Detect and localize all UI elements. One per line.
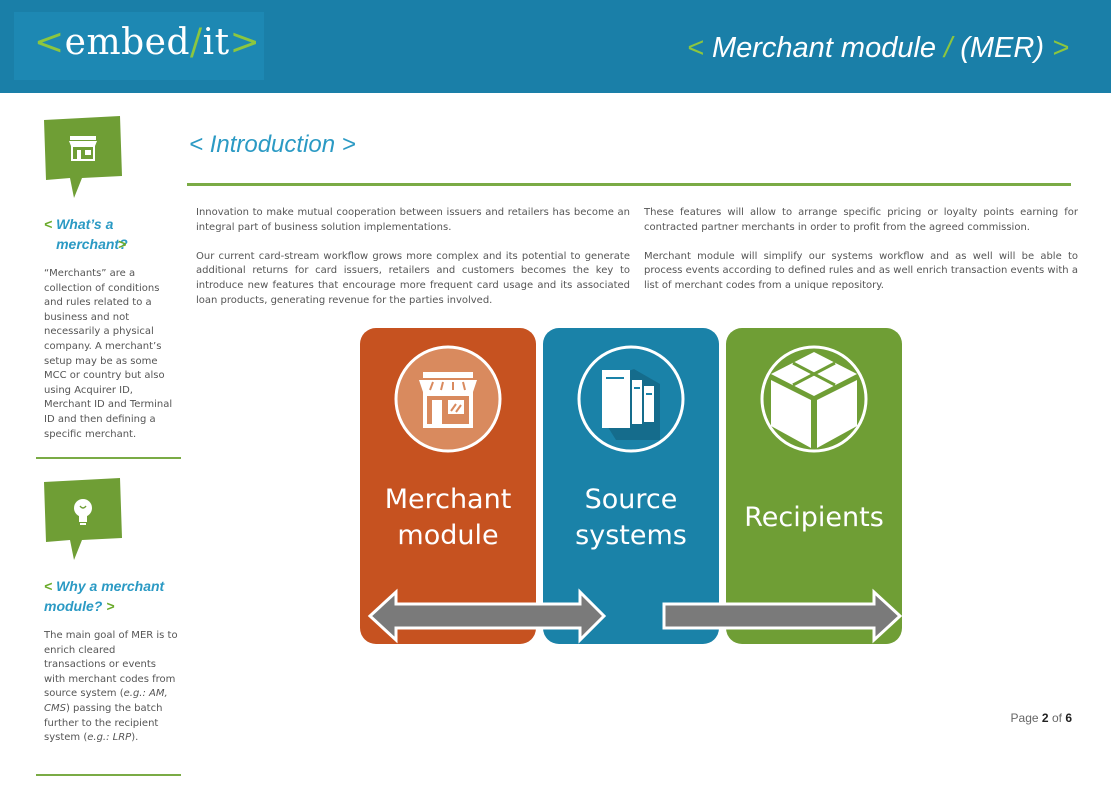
right-arrow-icon xyxy=(662,588,903,644)
paragraph: Innovation to make mutual cooperation be… xyxy=(196,207,630,233)
title-main: Merchant module xyxy=(711,32,937,64)
title-close: > xyxy=(341,131,356,158)
title-slash: / xyxy=(944,32,953,64)
text-part: ) passing the batch further to the recip… xyxy=(44,702,163,744)
paragraph: Merchant module will simplify our system… xyxy=(644,250,1078,292)
whats-merchant-text: “Merchants” are a collection of conditio… xyxy=(44,268,173,440)
sidebar-divider-1 xyxy=(36,457,181,459)
label-line: module xyxy=(397,520,499,551)
page-total: 6 xyxy=(1065,711,1072,725)
why-merchant-text: The main goal of MER is to enrich cleare… xyxy=(44,629,179,746)
title-close: > xyxy=(1052,32,1069,64)
intro-column-1: Innovation to make mutual cooperation be… xyxy=(196,206,630,323)
logo-end: > xyxy=(229,22,261,63)
double-arrow-icon xyxy=(367,588,607,644)
section-title: < Introduction > xyxy=(189,131,356,159)
heading-open: < xyxy=(44,216,53,232)
page-number: Page 2 of 6 xyxy=(1011,711,1072,725)
title-divider xyxy=(187,183,1071,186)
page-current: 2 xyxy=(1041,711,1049,725)
heading-text: Why a merchant module? xyxy=(44,578,165,614)
label-line: Source xyxy=(584,484,678,515)
flow-arrows xyxy=(367,588,903,644)
page-prefix: Page xyxy=(1010,711,1039,725)
heading-open: < xyxy=(44,578,53,594)
label-line: Recipients xyxy=(744,502,884,533)
lightbulb-icon xyxy=(74,499,92,525)
why-merchant-heading: < Why a merchant module? > xyxy=(44,576,184,616)
text-part: ). xyxy=(131,732,139,744)
title-open: < xyxy=(686,32,704,64)
box-label: Source systems xyxy=(543,482,719,554)
sidebar-divider-2 xyxy=(36,774,181,776)
merchant-module-box: Merchant module xyxy=(360,328,536,644)
source-systems-box: Source systems xyxy=(543,328,719,644)
page-header: <embed/it> < Merchant module / (MER) > xyxy=(0,0,1111,93)
intro-column-2: These features will allow to arrange spe… xyxy=(644,206,1078,308)
title-code: (MER) xyxy=(960,32,1044,64)
header-title: < Merchant module / (MER) > xyxy=(687,32,1069,65)
label-line: Merchant xyxy=(384,484,512,515)
title-text: Introduction xyxy=(209,131,336,158)
box-label: Merchant module xyxy=(360,482,536,554)
logo: <embed/it> xyxy=(34,22,260,63)
title-open: < xyxy=(189,131,204,158)
heading-close: > xyxy=(118,236,127,252)
text-part: The main goal of MER is to enrich cleare… xyxy=(44,630,178,700)
heading-close: > xyxy=(106,598,115,614)
logo-slash: / xyxy=(190,22,203,63)
package-icon xyxy=(760,345,868,453)
logo-right: it xyxy=(202,22,230,63)
logo-box xyxy=(14,12,264,80)
servers-icon xyxy=(577,345,685,453)
storefront-icon xyxy=(394,345,502,453)
logo-left: <embed xyxy=(34,22,191,63)
text-example: e.g.: AM, CMS xyxy=(44,688,168,714)
label-line: systems xyxy=(575,520,687,551)
speech-bubble-idea xyxy=(44,478,122,560)
store-icon xyxy=(69,136,97,161)
speech-bubble-store xyxy=(44,116,122,198)
whats-merchant-heading: < What’s a merchant? > xyxy=(44,214,138,254)
paragraph: These features will allow to arrange spe… xyxy=(644,207,1078,233)
paragraph: Our current card-stream workflow grows m… xyxy=(196,250,630,306)
page-of: of xyxy=(1051,711,1062,725)
text-example: e.g.: LRP xyxy=(87,732,132,744)
heading-text: What’s a merchant? xyxy=(56,216,128,252)
workflow-diagram: Merchant module Source systems xyxy=(358,326,904,646)
box-label: Recipients xyxy=(726,500,902,536)
